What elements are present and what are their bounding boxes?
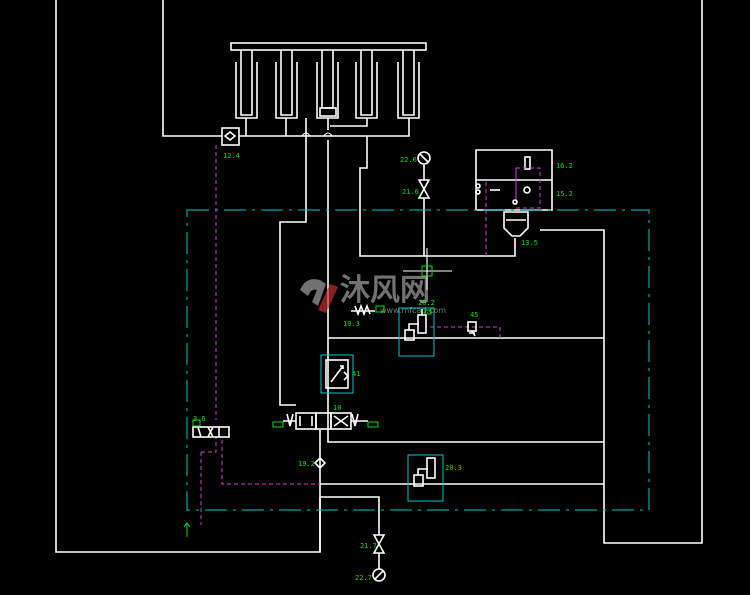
shuttle-valve-12-4: 12.4 — [221, 127, 240, 160]
label-16-2: 16.2 — [556, 162, 573, 170]
label-21-7: 21.7 — [360, 542, 377, 550]
pressure-gauge-22-7: 22.7 — [355, 568, 386, 582]
label-22-7: 22.7 — [355, 574, 372, 582]
cylinder-3 — [316, 50, 339, 119]
label-20-3: 20.3 — [445, 464, 462, 472]
actuator-cylinder-bank — [230, 42, 427, 137]
shutoff-valve-icon — [417, 179, 431, 199]
label-20-2: 20.2 — [418, 299, 435, 307]
shutoff-valve-21-7: 21.7 — [360, 534, 386, 569]
flow-control-valve-41: 41 — [320, 354, 360, 394]
shutoff-valve-21-6: 21.6 — [402, 179, 431, 199]
mfcad-logo-icon — [300, 279, 338, 313]
cylinder-1 — [235, 50, 258, 119]
check-valve-19-2: 19.2 — [298, 456, 327, 470]
pressure-valve-20-2: 20.2 — [398, 299, 435, 357]
cylinder-5 — [397, 50, 420, 119]
watermark: 沐风网 www.mfcad.com — [300, 273, 446, 315]
label-3-6: 3.6 — [193, 415, 206, 423]
label-41: 41 — [352, 370, 360, 378]
cylinder-4 — [355, 50, 378, 119]
directional-valve-10: 10 — [272, 404, 379, 430]
label-22-6: 22.6 — [400, 156, 417, 164]
watermark-url: www.mfcad.com — [380, 306, 446, 315]
label-10: 10 — [333, 404, 341, 412]
label-12-4: 12.4 — [223, 152, 240, 160]
main-pipework — [55, 0, 703, 553]
pressure-gauge-icon — [417, 151, 431, 165]
pressure-valve-20-3: 20.3 — [407, 454, 462, 502]
label-15-2: 15.2 — [556, 190, 573, 198]
label-21-6: 21.6 — [402, 188, 419, 196]
cylinder-2 — [275, 50, 298, 119]
relief-valve-10-3: 10.3 — [343, 303, 385, 328]
label-19-2: 19.2 — [298, 460, 315, 468]
watermark-text: 沐风网 — [340, 273, 430, 308]
pressure-gauge-22-6: 22.6 — [400, 151, 431, 165]
filter-icon — [503, 211, 529, 237]
label-45: 45 — [470, 311, 478, 319]
label-13-5: 13.5 — [521, 239, 538, 247]
cad-crosshair — [403, 248, 452, 290]
pilot-valve-45: 45 — [467, 311, 478, 337]
flow-control-valve-icon — [330, 365, 344, 383]
pilot-lines — [200, 145, 517, 525]
filter-13-5: 13.5 — [503, 211, 538, 247]
manual-valve-3-6: 3.6 — [183, 415, 230, 537]
label-10-3: 10.3 — [343, 320, 360, 328]
pressure-block-16-2: 16.2 15.2 — [475, 156, 573, 209]
valve-block-frame — [186, 209, 650, 511]
check-valve-icon — [313, 456, 327, 470]
